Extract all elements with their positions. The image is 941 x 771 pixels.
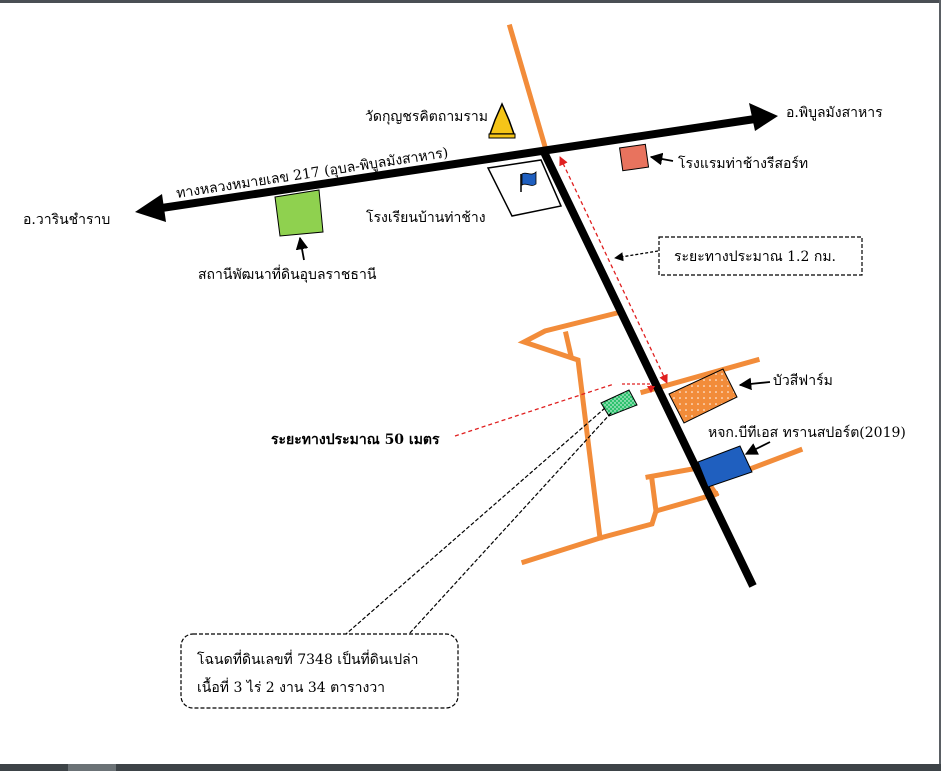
transport-company-pointer <box>744 441 771 455</box>
distance-far-box <box>658 236 863 276</box>
hotel-label: โรงแรมท่าช้างรีสอร์ท <box>678 155 808 172</box>
arrow-east <box>749 103 778 131</box>
plot-info-box <box>180 633 459 709</box>
flag-icon <box>520 171 537 192</box>
dest-east-label: อ.พิบูลมังสาหาร <box>786 105 883 121</box>
temple-label: วัดกุญชรคิตถามราม <box>365 109 488 125</box>
school-label: โรงเรียนบ้านท่าช้าง <box>366 209 486 226</box>
transport-company-label: หจก.บีทีเอส ทรานสปอร์ต(2019) <box>708 424 906 441</box>
plot-callout-line-a <box>345 407 606 635</box>
plot-info-line2: เนื้อที่ 3 ไร่ 2 งาน 34 ตารางวา <box>197 677 385 696</box>
distance-far-arrow <box>559 156 668 384</box>
land-station-pointer <box>295 236 309 261</box>
land-station-label: สถานีพัฒนาที่ดินอุบลราชธานี <box>198 265 377 283</box>
highway-217 <box>154 115 756 213</box>
distance-near-arrow <box>622 383 652 388</box>
hotel-marker[interactable] <box>619 143 650 172</box>
land-station-marker[interactable] <box>274 189 324 237</box>
dest-west-label: อ.วารินชำราบ <box>23 212 110 228</box>
east-lane-branch <box>649 477 659 514</box>
north-local-road <box>506 23 550 154</box>
hotel-pointer <box>649 152 674 166</box>
bottom-bar-tab[interactable] <box>68 764 116 771</box>
distance-far-label: ระยะทางประมาณ 1.2 กม. <box>674 249 836 265</box>
land-plot-marker[interactable] <box>600 389 638 417</box>
bua-farm-pointer <box>738 377 771 391</box>
transport-company-marker[interactable] <box>697 445 753 488</box>
bua-farm-label: บัวสีฟาร์ม <box>773 372 833 389</box>
west-lane-spur <box>563 331 574 359</box>
plot-info-line1: โฉนดที่ดินเลขที่ 7348 เป็นที่ดินเปล่า <box>197 650 419 668</box>
arrow-west <box>135 194 166 222</box>
window-top-border <box>0 0 941 3</box>
window-bottom-bar <box>0 764 941 771</box>
bua-farm-marker[interactable] <box>668 368 738 424</box>
distance-near-line <box>454 383 615 437</box>
pagoda-icon <box>488 102 516 139</box>
distance-near-label: ระยะทางประมาณ 50 เมตร <box>271 432 440 448</box>
window-right-border <box>939 0 941 771</box>
bua-farm-road <box>639 356 761 396</box>
plot-callout-line-b <box>408 412 612 635</box>
distance-far-pointer <box>614 250 659 262</box>
distance-near-arrowhead <box>647 386 655 393</box>
south-lane-road <box>520 490 720 566</box>
